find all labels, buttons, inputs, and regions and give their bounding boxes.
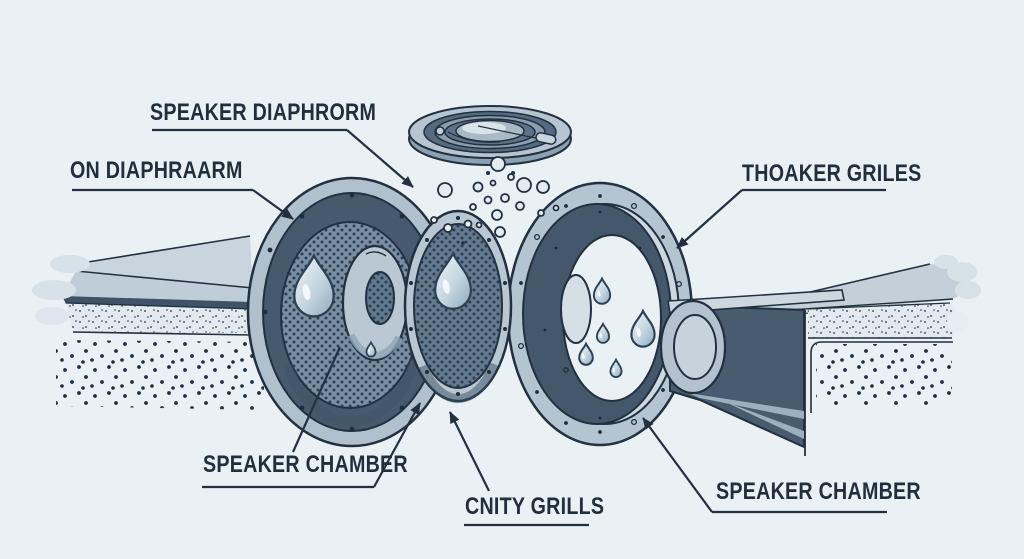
label-cavity-grills: CNITY GRILLS bbox=[465, 493, 605, 520]
voice-coil-ring bbox=[341, 244, 409, 362]
driver-screws bbox=[262, 192, 405, 432]
ring-band-specks bbox=[543, 210, 650, 420]
label-speaker-chamber-right: SPEAKER CHAMBER bbox=[716, 478, 921, 505]
right-wall-cutaway bbox=[699, 255, 981, 456]
ring-rim-marks bbox=[517, 202, 683, 426]
label-speaker-diaphragm: SPEAKER DIAPHRORM bbox=[150, 99, 377, 126]
left-wall-cutaway bbox=[32, 235, 264, 410]
ring-rim-speckles bbox=[519, 194, 665, 434]
horn-opening-inner bbox=[673, 314, 717, 380]
label-on-diaphragm: ON DIAPHRAARM bbox=[70, 157, 243, 184]
disc-screws bbox=[409, 216, 507, 396]
speaker-horn-duct bbox=[659, 289, 845, 449]
label-speaker-chamber-left: SPEAKER CHAMBER bbox=[203, 451, 408, 478]
cavity-grill-disc bbox=[403, 209, 513, 404]
speaker-diaphragm-top-disc bbox=[408, 105, 572, 166]
diaphragm-detail-pill bbox=[535, 132, 557, 145]
speaker-grille-ring bbox=[506, 181, 694, 447]
bubbles bbox=[430, 156, 560, 245]
leader-lines bbox=[72, 128, 887, 527]
label-speaker-grilles: THOAKER GRILES bbox=[742, 160, 922, 187]
diaphragm-detail-circle bbox=[435, 126, 445, 136]
